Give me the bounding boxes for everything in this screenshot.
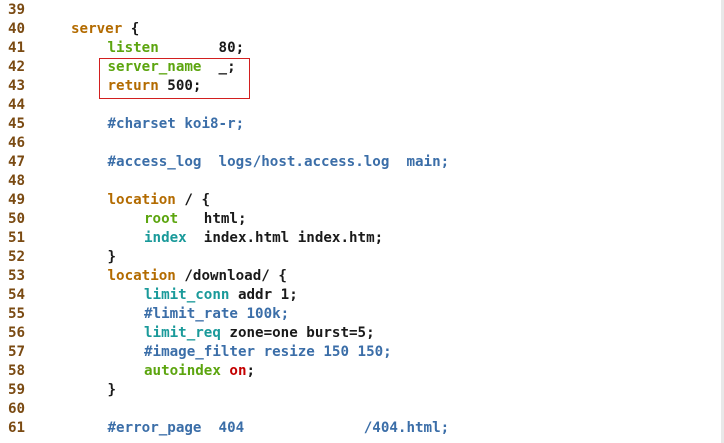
code-line[interactable]: 45 #charset koi8-r;: [0, 115, 720, 134]
code-line[interactable]: 50 root html;: [0, 210, 720, 229]
code-line[interactable]: 49 location / {: [0, 191, 720, 210]
code-token: location: [107, 192, 176, 208]
line-number: 39: [8, 2, 26, 18]
code-token: ;: [246, 363, 256, 379]
code-line[interactable]: 41 listen 80;: [0, 39, 720, 58]
line-number: 44: [8, 97, 26, 113]
code-token: limit_req: [144, 325, 221, 341]
code-line[interactable]: 57 #image_filter resize 150 150;: [0, 343, 720, 362]
code-token: index: [144, 230, 187, 246]
code-line[interactable]: 48: [0, 172, 720, 191]
line-number: 57: [8, 344, 26, 360]
code-token: }: [107, 382, 117, 398]
code-text: limit_req zone=one burst=5;: [144, 324, 375, 343]
code-token: 500;: [158, 78, 202, 94]
code-line[interactable]: 51 index index.html index.htm;: [0, 229, 720, 248]
code-text: limit_conn addr 1;: [144, 286, 298, 305]
line-number: 53: [8, 268, 26, 284]
code-text: #error_page 404 /404.html;: [108, 419, 450, 438]
code-text: #limit_rate 100k;: [144, 305, 289, 324]
code-text: server {: [71, 20, 139, 39]
code-text: location / {: [108, 191, 211, 210]
code-line[interactable]: 61 #error_page 404 /404.html;: [0, 419, 720, 438]
code-line[interactable]: 60: [0, 400, 720, 419]
code-line[interactable]: 42 server_name _;: [0, 58, 720, 77]
line-number: 45: [8, 116, 26, 132]
code-line[interactable]: 55 #limit_rate 100k;: [0, 305, 720, 324]
code-line[interactable]: 58 autoindex on;: [0, 362, 720, 381]
code-line[interactable]: 54 limit_conn addr 1;: [0, 286, 720, 305]
line-number: 59: [8, 382, 26, 398]
vertical-scrollbar[interactable]: [721, 0, 724, 443]
line-number: 42: [8, 59, 26, 75]
code-text: }: [108, 381, 117, 400]
code-token: zone=one burst=5;: [220, 325, 375, 341]
line-number: 40: [8, 21, 26, 37]
code-text: listen 80;: [108, 39, 245, 58]
code-line[interactable]: 39: [0, 1, 720, 20]
code-token: server: [71, 21, 123, 37]
code-text: }: [108, 248, 117, 267]
line-number: 58: [8, 363, 26, 379]
line-number: 48: [8, 173, 26, 189]
code-token: 80;: [158, 40, 245, 56]
line-number: 51: [8, 230, 26, 246]
code-token: location: [107, 268, 176, 284]
code-token: #limit_rate 100k;: [144, 306, 290, 322]
code-token: limit_conn: [144, 287, 230, 303]
code-line[interactable]: 43 return 500;: [0, 77, 720, 96]
code-text: #image_filter resize 150 150;: [144, 343, 392, 362]
code-text: index index.html index.htm;: [144, 229, 383, 248]
line-number: 49: [8, 192, 26, 208]
code-text: server_name _;: [108, 58, 236, 77]
code-token: server_name: [107, 59, 202, 75]
code-token: {: [122, 21, 140, 37]
code-line[interactable]: 59}: [0, 381, 720, 400]
code-token: root: [144, 211, 179, 227]
code-text: autoindex on;: [144, 362, 255, 381]
code-line[interactable]: 53 location /download/ {: [0, 267, 720, 286]
line-number: 54: [8, 287, 26, 303]
code-text: #charset koi8-r;: [108, 115, 245, 134]
line-number: 50: [8, 211, 26, 227]
code-token: on: [229, 363, 247, 379]
line-number: 47: [8, 154, 26, 170]
code-line[interactable]: 40 server {: [0, 20, 720, 39]
code-text: root html;: [144, 210, 247, 229]
code-token: #charset koi8-r;: [107, 116, 245, 132]
code-text: location /download/ {: [108, 267, 287, 286]
code-token: listen: [107, 40, 159, 56]
line-number: 60: [8, 401, 26, 417]
code-line[interactable]: 56 limit_req zone=one burst=5;: [0, 324, 720, 343]
line-number: 52: [8, 249, 26, 265]
code-token: / {: [175, 192, 211, 208]
code-token: #image_filter resize 150 150;: [144, 344, 392, 360]
code-line[interactable]: 47 #access_log logs/host.access.log main;: [0, 153, 720, 172]
code-token: addr 1;: [229, 287, 298, 303]
code-token: #error_page 404 /404.html;: [107, 420, 450, 436]
line-number: 41: [8, 40, 26, 56]
code-token: /download/ {: [175, 268, 287, 284]
code-token: html;: [178, 211, 247, 227]
line-number: 61: [8, 420, 26, 436]
code-line[interactable]: 46: [0, 134, 720, 153]
line-number: 43: [8, 78, 26, 94]
line-number: 46: [8, 135, 26, 151]
code-line[interactable]: 44: [0, 96, 720, 115]
line-number: 56: [8, 325, 26, 341]
code-line[interactable]: 52}: [0, 248, 720, 267]
code-token: index.html index.htm;: [186, 230, 384, 246]
code-token: #access_log logs/host.access.log main;: [107, 154, 450, 170]
code-token: autoindex: [144, 363, 221, 379]
code-token: _;: [201, 59, 236, 75]
code-token: return: [107, 78, 159, 94]
code-text: return 500;: [108, 77, 202, 96]
code-text: #access_log logs/host.access.log main;: [108, 153, 450, 172]
line-number: 55: [8, 306, 26, 322]
code-token: }: [107, 249, 117, 265]
